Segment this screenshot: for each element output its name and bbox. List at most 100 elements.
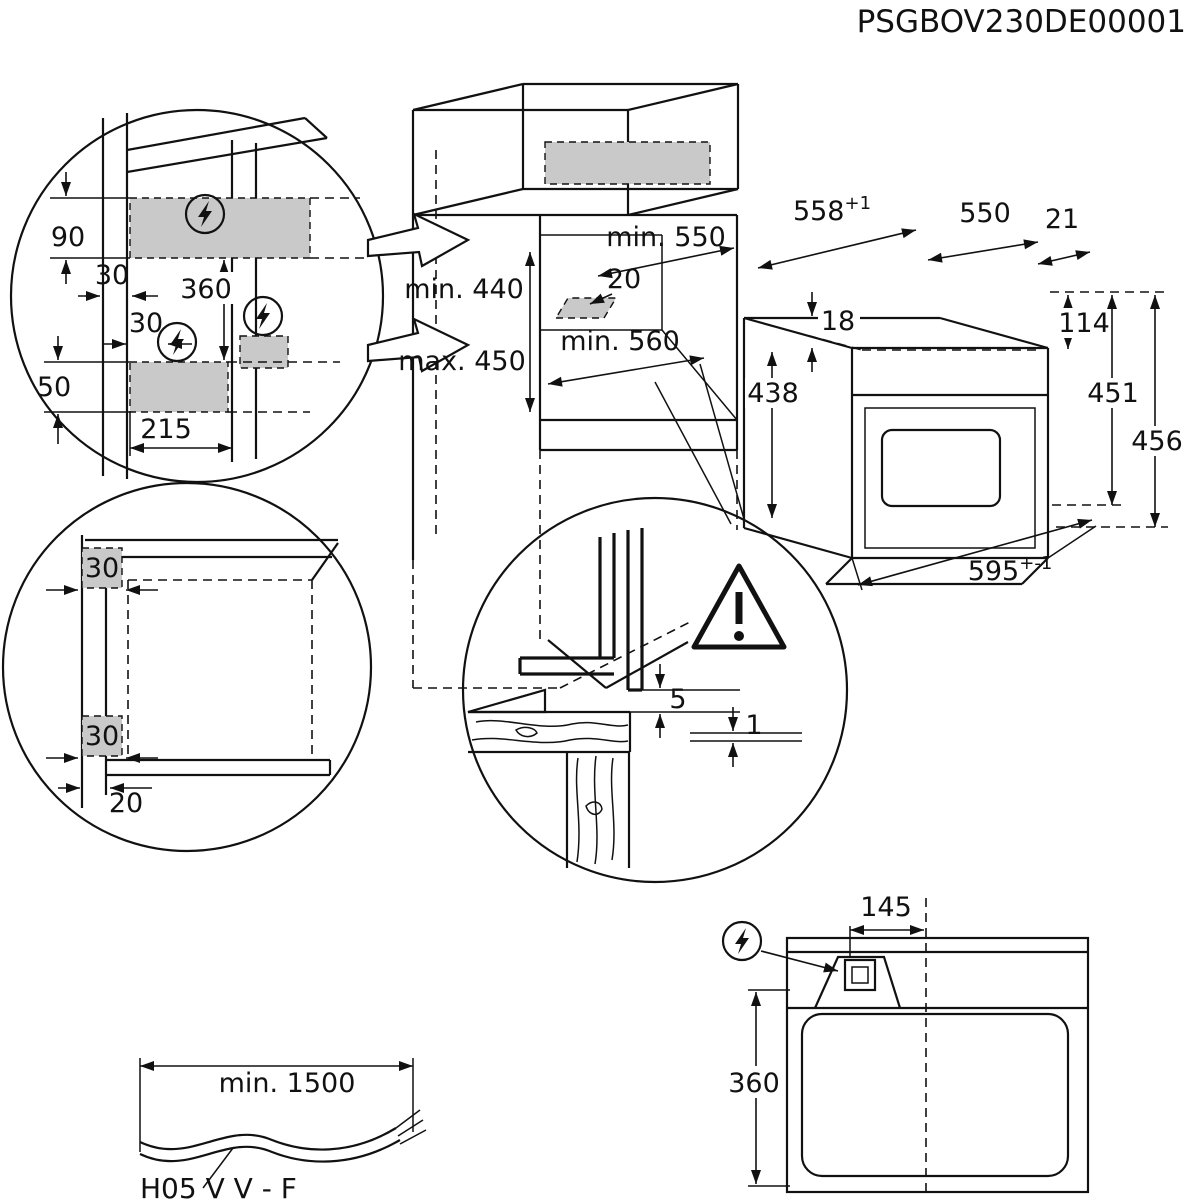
worktop-gap-detail: 5 1 — [461, 496, 849, 884]
svg-text:1: 1 — [745, 710, 762, 741]
svg-text:30: 30 — [129, 308, 163, 339]
svg-text:114: 114 — [1058, 308, 1110, 339]
zoom-arrow-lower — [366, 316, 471, 373]
svg-text:30: 30 — [85, 553, 119, 584]
dim-50: 50 — [37, 336, 130, 444]
svg-text:max. 450: max. 450 — [398, 346, 526, 377]
svg-text:145: 145 — [860, 892, 912, 923]
svg-text:21: 21 — [1045, 204, 1079, 235]
svg-text:min. 560: min. 560 — [560, 326, 680, 357]
cable-label-leader — [202, 1147, 234, 1189]
dim-456: 456 — [1130, 295, 1184, 527]
svg-text:18: 18 — [821, 306, 855, 337]
dim-20-plan: 20 — [58, 783, 152, 819]
lightning-leader — [760, 950, 839, 973]
detail-leader-wedge — [654, 363, 745, 525]
document-code: PSGBOV230DE00001 — [857, 4, 1186, 40]
connection-zone-plan-top — [81, 547, 123, 589]
dim-595: 595+-1 — [851, 518, 1097, 591]
cable-type-label: H05 V V - F — [140, 1172, 297, 1200]
dim-30-top: 30 — [78, 260, 158, 301]
detail-circle-outline — [9, 108, 385, 484]
rear-connection-view: 145 360 — [721, 892, 1090, 1196]
cabinet-panels-section — [518, 528, 644, 692]
side-board — [565, 752, 631, 868]
appliance-footprint — [127, 579, 313, 758]
dim-360-rear: 360 — [726, 989, 790, 1187]
cabinet-isometric: min. 550 20 min. 440 max. 450 min. 560 — [366, 82, 745, 689]
dim-114: 114 — [1058, 295, 1110, 349]
svg-text:558+1: 558+1 — [793, 193, 871, 227]
svg-text:min. 440: min. 440 — [404, 274, 524, 305]
svg-text:min. 550: min. 550 — [606, 222, 726, 253]
hidden-extension-lines — [228, 197, 368, 413]
lightning-icon — [721, 920, 763, 962]
zoom-arrow-upper — [366, 211, 471, 268]
side-section-detail: 90 30 360 30 50 215 — [9, 108, 385, 484]
detail-circle-outline — [461, 496, 849, 884]
svg-text:5: 5 — [669, 684, 686, 715]
dim-20-niche: 20 — [589, 264, 641, 305]
dim-21: 21 — [1037, 204, 1091, 266]
dim-niche-height: min. 440 max. 450 — [398, 252, 535, 412]
dim-30-plan-bottom: 30 — [46, 721, 158, 763]
svg-text:min. 1500: min. 1500 — [219, 1068, 356, 1099]
dim-30-plan-top: 30 — [46, 553, 158, 595]
dim-5: 5 — [630, 664, 740, 738]
detail-circle-outline — [1, 481, 373, 853]
rear-inner-panel — [800, 1012, 1070, 1178]
dim-18: 18 — [807, 292, 860, 372]
plan-section-detail: 30 30 20 — [1, 481, 373, 853]
dim-215: 215 — [129, 412, 232, 456]
plan-walls — [80, 535, 339, 808]
cable-drawing — [139, 1109, 427, 1163]
dim-438: 438 — [745, 352, 801, 518]
svg-text:360: 360 — [728, 1068, 780, 1099]
power-cable-figure: min. 1500 H05 V V - F — [139, 1058, 427, 1200]
connection-zone-right — [239, 335, 289, 369]
svg-text:456: 456 — [1131, 426, 1183, 457]
dim-90: 90 — [50, 172, 130, 284]
niche-opening — [538, 215, 739, 452]
dim-min-560: min. 560 — [547, 326, 705, 387]
worktop-slab — [468, 710, 632, 754]
connection-zone-plan-bottom — [81, 715, 123, 757]
upper-compartment — [411, 82, 740, 217]
connection-box-inner — [851, 966, 869, 984]
svg-text:550: 550 — [959, 198, 1011, 229]
dim-360: 360 — [176, 260, 238, 360]
svg-text:215: 215 — [140, 414, 192, 445]
lightning-icon — [242, 295, 284, 337]
svg-text:595+-1: 595+-1 — [968, 553, 1053, 587]
svg-text:451: 451 — [1087, 378, 1139, 409]
dim-550: 550 — [927, 198, 1039, 263]
svg-text:30: 30 — [85, 721, 119, 752]
svg-text:20: 20 — [607, 264, 641, 295]
connection-zone-back-wall — [544, 141, 711, 185]
dim-451: 451 — [1086, 295, 1140, 505]
mounting-bracket — [813, 955, 902, 1009]
svg-text:20: 20 — [109, 788, 143, 819]
dim-min-1500: min. 1500 — [139, 1058, 414, 1152]
dim-1: 1 — [690, 707, 802, 767]
svg-text:90: 90 — [51, 222, 85, 253]
svg-text:438: 438 — [747, 378, 799, 409]
oven-window — [880, 428, 1002, 508]
dim-min-550: min. 550 — [597, 222, 735, 279]
connection-zone-upper — [129, 197, 311, 259]
rear-outline — [785, 936, 1090, 1194]
lightning-icon — [156, 321, 198, 363]
svg-text:50: 50 — [37, 372, 71, 403]
svg-text:30: 30 — [95, 260, 129, 291]
connection-zone-niche — [554, 297, 618, 319]
connection-zone-lower — [129, 361, 229, 413]
dim-30-mid: 30 — [104, 308, 192, 349]
connection-box — [843, 958, 877, 992]
warning-icon — [691, 563, 787, 650]
worktop-edge-profile — [467, 688, 547, 714]
oven-isometric: 558+1 550 21 18 114 451 — [742, 193, 1184, 591]
dim-558: 558+1 — [757, 193, 917, 270]
svg-text:360: 360 — [180, 274, 232, 305]
